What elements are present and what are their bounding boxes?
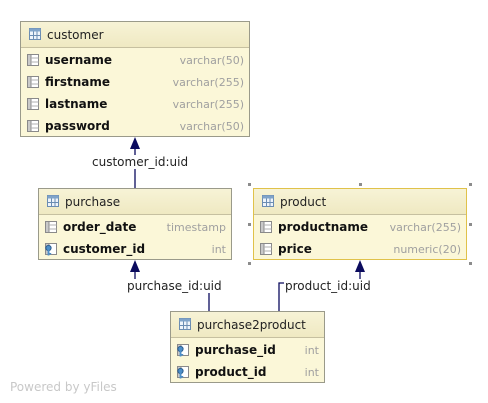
column-name: purchase_id — [195, 343, 276, 357]
foreign-key-icon — [177, 365, 189, 379]
column-row[interactable]: username varchar(50) — [21, 49, 249, 71]
column-name: password — [45, 119, 110, 133]
table-title: purchase2product — [197, 317, 306, 332]
table-icon — [29, 28, 41, 41]
column-row[interactable]: price numeric(20) — [254, 238, 466, 260]
column-row[interactable]: customer_id int — [39, 238, 231, 260]
table-header: purchase2product — [171, 312, 324, 338]
relation-label-purchase-id: purchase_id:uid — [126, 279, 223, 293]
table-purchase[interactable]: purchase order_date timestamp customer_id i… — [38, 188, 232, 260]
column-icon — [260, 242, 272, 256]
table-columns: username varchar(50) firstname varchar(255)… — [21, 48, 249, 137]
column-icon — [27, 119, 39, 133]
selection-handle[interactable] — [469, 262, 472, 265]
table-header: purchase — [39, 189, 231, 215]
selection-handle[interactable] — [248, 262, 251, 265]
table-title: purchase — [65, 194, 121, 209]
table-title: product — [280, 194, 327, 209]
column-name: productname — [278, 220, 369, 234]
table-columns: productname varchar(255) price numeric(20) — [254, 215, 466, 260]
column-type: numeric(20) — [393, 242, 461, 256]
table-title: customer — [47, 27, 104, 42]
column-name: firstname — [45, 75, 110, 89]
column-type: varchar(50) — [179, 53, 244, 67]
column-icon — [27, 97, 39, 111]
column-type: int — [304, 343, 319, 357]
relation-label-customer-id: customer_id:uid — [91, 155, 190, 169]
column-row[interactable]: order_date timestamp — [39, 216, 231, 238]
column-type: int — [304, 365, 319, 379]
column-row[interactable]: password varchar(50) — [21, 115, 249, 137]
table-customer[interactable]: customer username varchar(50) firstname var… — [20, 21, 250, 137]
column-name: product_id — [195, 365, 267, 379]
column-icon — [27, 53, 39, 67]
table-icon — [47, 195, 59, 208]
column-type: varchar(255) — [172, 75, 244, 89]
table-header: product — [254, 189, 466, 215]
column-row[interactable]: lastname varchar(255) — [21, 93, 249, 115]
relation-label-product-id: product_id:uid — [284, 279, 372, 293]
column-row[interactable]: purchase_id int — [171, 339, 324, 361]
selection-handle[interactable] — [248, 183, 251, 186]
powered-by-watermark: Powered by yFiles — [10, 380, 117, 394]
foreign-key-icon — [45, 242, 57, 256]
edge-arrowhead-product — [355, 260, 365, 272]
edge-arrowhead-purchase — [130, 260, 140, 272]
column-name: order_date — [63, 220, 137, 234]
edge-arrowhead-customer — [130, 137, 140, 149]
column-row[interactable]: firstname varchar(255) — [21, 71, 249, 93]
column-row[interactable]: product_id int — [171, 361, 324, 383]
selection-handle[interactable] — [248, 223, 251, 226]
column-type: varchar(255) — [172, 97, 244, 111]
column-icon — [27, 75, 39, 89]
table-product[interactable]: product productname varchar(255) price nume… — [253, 188, 467, 260]
column-icon — [260, 220, 272, 234]
selection-handle[interactable] — [359, 183, 362, 186]
column-type: timestamp — [166, 220, 226, 234]
column-row[interactable]: productname varchar(255) — [254, 216, 466, 238]
table-icon — [179, 318, 191, 331]
selection-handle[interactable] — [469, 183, 472, 186]
column-name: username — [45, 53, 113, 67]
column-type: varchar(255) — [389, 220, 461, 234]
column-type: varchar(50) — [179, 119, 244, 133]
column-name: price — [278, 242, 312, 256]
column-icon — [45, 220, 57, 234]
column-name: customer_id — [63, 242, 146, 256]
table-icon — [262, 195, 274, 208]
table-columns: order_date timestamp customer_id int — [39, 215, 231, 260]
selection-handle[interactable] — [469, 223, 472, 226]
column-type: int — [211, 242, 226, 256]
foreign-key-icon — [177, 343, 189, 357]
column-name: lastname — [45, 97, 108, 111]
table-header: customer — [21, 22, 249, 48]
